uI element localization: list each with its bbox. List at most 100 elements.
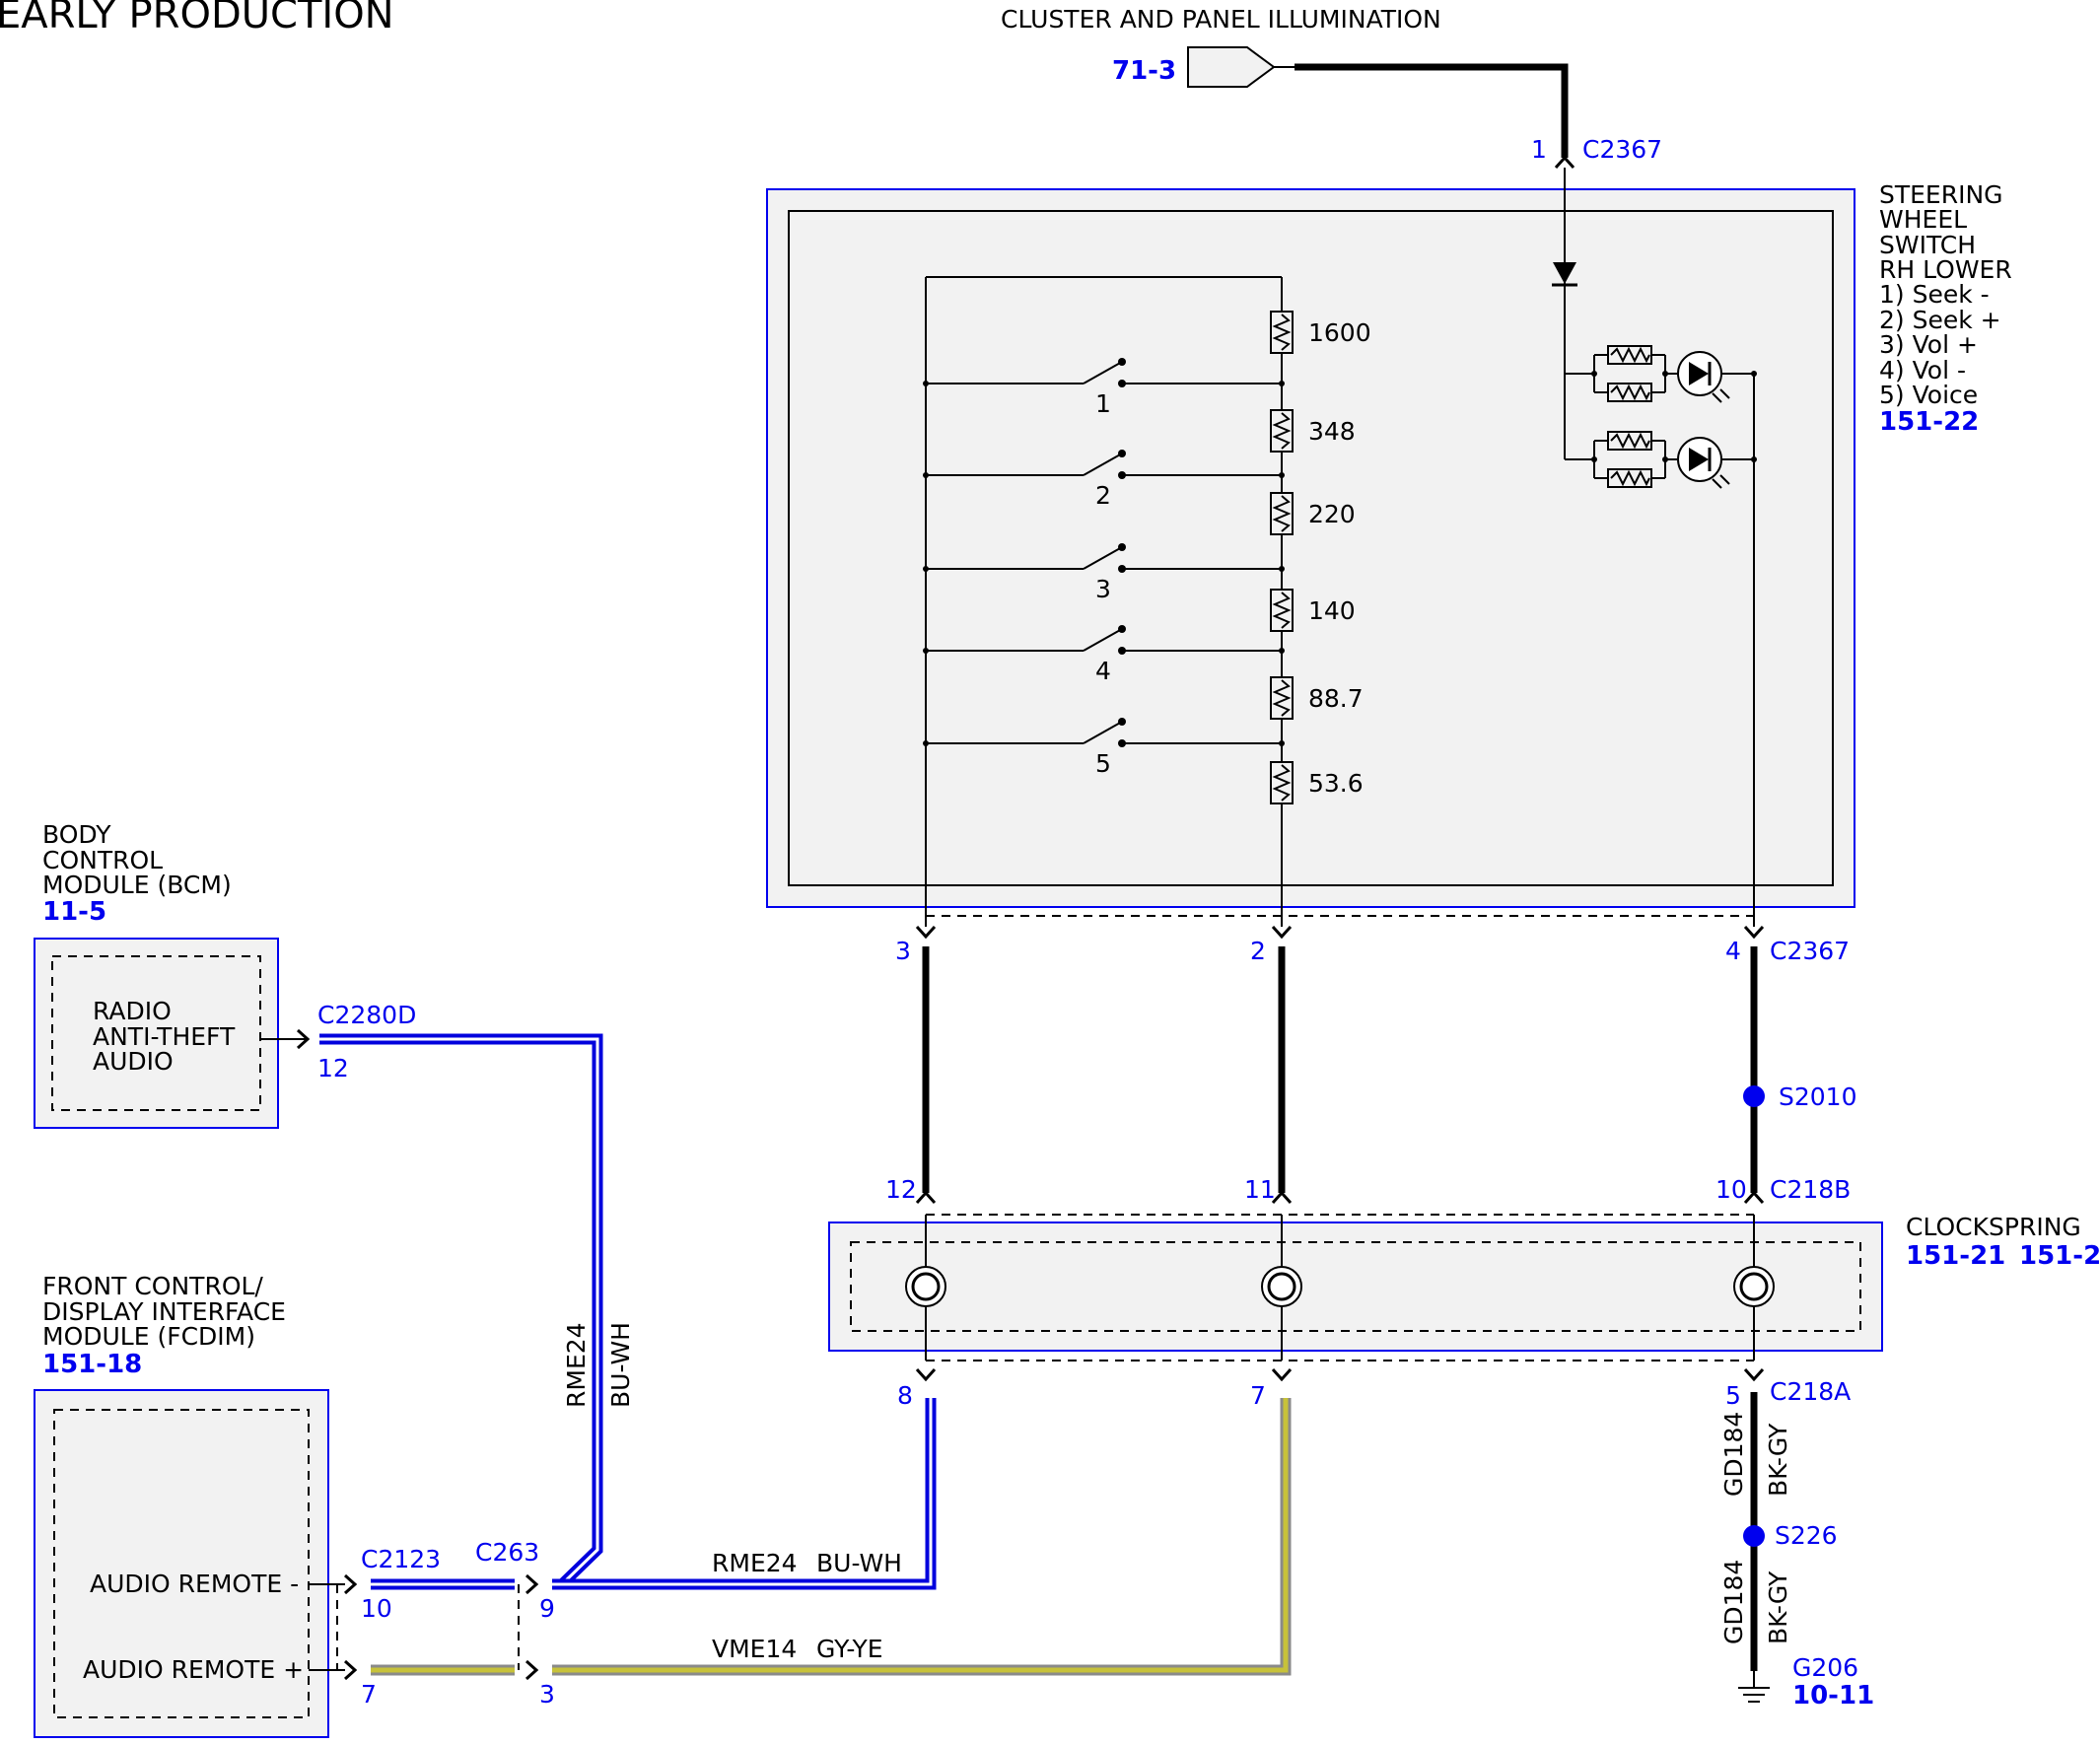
- splice-s2010-icon: [1743, 1085, 1765, 1107]
- wire-gd184-circuit-a: GD184: [1719, 1412, 1748, 1497]
- clockspring-coil-icon: [905, 1266, 1775, 1307]
- pin-10: 10: [1715, 1175, 1747, 1204]
- svg-text:1) Seek -: 1) Seek -: [1879, 280, 1990, 309]
- resistor-value-6: 53.6: [1308, 769, 1364, 798]
- connector-c2367-top: C2367: [1582, 135, 1662, 164]
- clockspring-inner: [850, 1241, 1861, 1332]
- page-title: EARLY PRODUCTION: [0, 0, 394, 37]
- svg-text:DISPLAY INTERFACE: DISPLAY INTERFACE: [42, 1297, 286, 1326]
- switch-label-5: 5: [1095, 749, 1111, 778]
- resistor-6: 53.6: [1270, 761, 1364, 804]
- clockspring-ref-2[interactable]: 151-22: [2019, 1241, 2100, 1271]
- svg-text:RH LOWER: RH LOWER: [1879, 255, 2012, 284]
- svg-text:MODULE (FCDIM): MODULE (FCDIM): [42, 1322, 255, 1351]
- fcdim-module: [34, 1389, 329, 1738]
- switch-label-2: 2: [1095, 481, 1111, 510]
- wire-rme24-circuit-vertical: RME24: [562, 1322, 591, 1408]
- svg-text:AUDIO: AUDIO: [93, 1047, 174, 1076]
- svg-text:BODY: BODY: [42, 820, 111, 849]
- switch-label-1: 1: [1095, 389, 1111, 418]
- fcdim-inner: [53, 1409, 310, 1718]
- illumination-label: CLUSTER AND PANEL ILLUMINATION: [1001, 5, 1441, 34]
- resistor-4: 140: [1270, 589, 1356, 632]
- fcdim-ref[interactable]: 151-18: [42, 1350, 142, 1379]
- diode-icon: [1553, 262, 1576, 284]
- wire-rme24-color-vertical: BU-WH: [606, 1322, 635, 1408]
- splice-s226[interactable]: S226: [1775, 1521, 1838, 1550]
- illumination-connector-icon: [1187, 46, 1276, 88]
- switch-4: 4: [923, 625, 1285, 685]
- fcdim-audio-remote-plus: AUDIO REMOTE +: [83, 1655, 304, 1684]
- resistor-value-5: 88.7: [1308, 684, 1364, 713]
- pin-3-c263: 3: [539, 1680, 555, 1709]
- pin-7-fcdim: 7: [361, 1680, 377, 1709]
- wire-rme24-color: BU-WH: [816, 1549, 902, 1577]
- resistor-value-4: 140: [1308, 596, 1356, 625]
- steering-wheel-switch-inner: [788, 210, 1834, 886]
- svg-text:3) Vol +: 3) Vol +: [1879, 330, 1978, 359]
- bcm-label: BODY CONTROL MODULE (BCM): [42, 820, 232, 899]
- pin-11: 11: [1244, 1175, 1276, 1204]
- switch-5: 5: [923, 718, 1285, 778]
- switch-2: 2: [923, 450, 1285, 510]
- svg-text:ANTI-THEFT: ANTI-THEFT: [93, 1022, 236, 1051]
- ground-g206[interactable]: G206: [1792, 1653, 1858, 1682]
- bcm-function-label: RADIO ANTI-THEFT AUDIO: [93, 997, 236, 1076]
- pin-8: 8: [897, 1381, 913, 1410]
- svg-text:FRONT CONTROL/: FRONT CONTROL/: [42, 1272, 263, 1300]
- fcdim-label: FRONT CONTROL/ DISPLAY INTERFACE MODULE …: [42, 1272, 286, 1351]
- pin-2: 2: [1250, 937, 1266, 965]
- connector-c2367-bottom: C2367: [1770, 937, 1850, 965]
- svg-text:2) Seek +: 2) Seek +: [1879, 306, 2001, 334]
- connector-c263: C263: [475, 1538, 539, 1567]
- pin-9: 9: [539, 1594, 555, 1623]
- wire-vme14-color: GY-YE: [816, 1635, 883, 1663]
- illumination-ref[interactable]: 71-3: [1112, 56, 1176, 86]
- wire-vme14: [371, 1398, 1292, 1676]
- wire-gd184-circuit-b: GD184: [1719, 1560, 1748, 1644]
- wire-gd184-color-b: BK-GY: [1764, 1570, 1792, 1644]
- pin-7: 7: [1250, 1381, 1266, 1410]
- resistor-2: 348: [1270, 409, 1356, 453]
- switch-label-3: 3: [1095, 575, 1111, 603]
- connector-c218b: C218B: [1770, 1175, 1851, 1204]
- bcm-ref[interactable]: 11-5: [42, 897, 106, 927]
- fcdim-audio-remote-minus: AUDIO REMOTE -: [90, 1570, 299, 1598]
- ground-icon: [1738, 1671, 1770, 1703]
- svg-text:MODULE (BCM): MODULE (BCM): [42, 871, 232, 899]
- svg-text:CONTROL: CONTROL: [42, 846, 163, 874]
- switch-1: 1: [923, 358, 1285, 418]
- svg-text:5) Voice: 5) Voice: [1879, 381, 1978, 409]
- pin-12: 12: [885, 1175, 917, 1204]
- led-1-icon: [1565, 345, 1757, 403]
- resistor-1: 1600: [1270, 311, 1371, 354]
- pin-12-bcm: 12: [317, 1054, 349, 1082]
- connector-c2123: C2123: [361, 1545, 441, 1573]
- svg-text:4) Vol -: 4) Vol -: [1879, 356, 1966, 384]
- svg-text:SWITCH: SWITCH: [1879, 231, 1976, 259]
- connector-c2280d: C2280D: [317, 1001, 416, 1029]
- clockspring-ref-1[interactable]: 151-21: [1906, 1241, 2005, 1271]
- pin-10-fcdim: 10: [361, 1594, 392, 1623]
- ground-ref[interactable]: 10-11: [1792, 1681, 1874, 1710]
- bcm-module: [34, 938, 279, 1129]
- connector-c218a: C218A: [1770, 1377, 1851, 1406]
- clockspring-module: [828, 1222, 1883, 1352]
- wire-gd184-color-a: BK-GY: [1764, 1423, 1792, 1497]
- pin-1: 1: [1531, 135, 1547, 164]
- pin-3: 3: [895, 937, 911, 965]
- resistor-5: 88.7: [1270, 676, 1364, 720]
- pin-5: 5: [1725, 1381, 1741, 1410]
- svg-text:STEERING: STEERING: [1879, 180, 2003, 209]
- wire-vme14-circuit: VME14: [712, 1635, 797, 1663]
- illumination-wire: [1295, 63, 1569, 158]
- svg-text:WHEEL: WHEEL: [1879, 205, 1967, 234]
- switch-label-4: 4: [1095, 657, 1111, 685]
- pin-4: 4: [1725, 937, 1741, 965]
- switch-module-ref[interactable]: 151-22: [1879, 407, 1979, 437]
- splice-s2010[interactable]: S2010: [1779, 1082, 1857, 1111]
- switch-module-label: STEERING WHEEL SWITCH RH LOWER 1) Seek -…: [1879, 180, 2012, 409]
- resistor-value-2: 348: [1308, 417, 1356, 446]
- resistor-3: 220: [1270, 492, 1356, 535]
